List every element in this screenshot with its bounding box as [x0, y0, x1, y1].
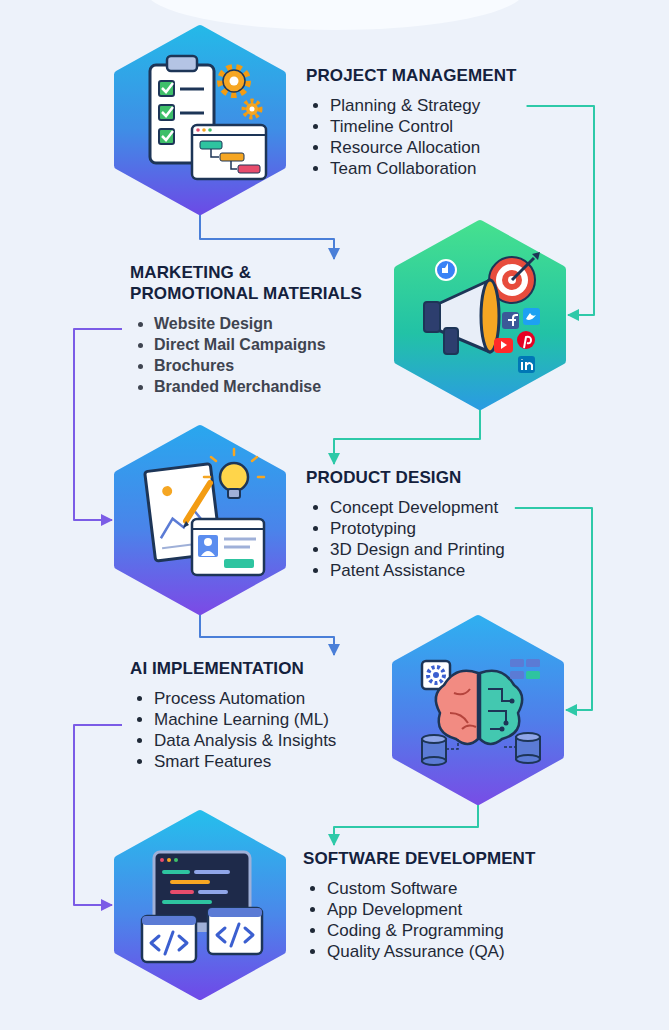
bullet-list: Planning & StrategyTimeline ControlResou…	[306, 95, 596, 179]
bullet-text: Timeline Control	[330, 117, 453, 136]
bullet-text: Process Automation	[154, 689, 305, 708]
service-section: AI IMPLEMENTATION Process AutomationMachi…	[130, 615, 564, 805]
bullet-text: 3D Design and Printing	[330, 540, 505, 559]
section-heading-block: PROJECT MANAGEMENT	[306, 65, 596, 86]
top-glow	[145, 0, 525, 30]
bullet-item: Patent Assistance	[330, 560, 596, 581]
flow-arrow	[334, 408, 480, 464]
bullet-text: Planning & Strategy	[330, 96, 480, 115]
flow-arrow	[200, 213, 334, 259]
hexagon-shape	[398, 224, 562, 406]
bullet-item: Quality Assurance (QA)	[327, 941, 603, 962]
bullet-text: Quality Assurance (QA)	[327, 942, 505, 961]
section-heading-block: MARKETING & PROMOTIONAL MATERIALS	[130, 262, 380, 304]
bullet-text: Branded Merchandise	[154, 378, 321, 395]
service-section: MARKETING & PROMOTIONAL MATERIALS Website…	[130, 220, 566, 410]
service-illustration	[145, 449, 264, 575]
service-illustration	[150, 56, 266, 179]
section-heading: PRODUCT DESIGN	[306, 468, 461, 487]
flow-arrow	[200, 613, 334, 655]
bullet-list: Process AutomationMachine Learning (ML) D…	[130, 688, 380, 772]
bullet-item: Smart Features	[154, 751, 380, 772]
bullet-item: Direct Mail Campaigns	[154, 334, 380, 355]
bullet-text: Patent Assistance	[330, 561, 465, 580]
bullet-text: Direct Mail Campaigns	[154, 336, 326, 353]
section-text: AI IMPLEMENTATION Process AutomationMachi…	[130, 658, 380, 772]
bullet-text: Prototyping	[330, 519, 416, 538]
section-heading: MARKETING & PROMOTIONAL MATERIALS	[130, 263, 362, 303]
bullet-text: Website Design	[154, 315, 273, 332]
bullet-item: Planning & Strategy	[330, 95, 596, 116]
bullet-item: Brochures	[154, 355, 380, 376]
bullet-item: Data Analysis & Insights	[154, 730, 380, 751]
bullet-text: Custom Software	[327, 879, 457, 898]
bullet-text: App Development	[327, 900, 462, 919]
section-text: PRODUCT DESIGN Concept DevelopmentPrototy…	[306, 467, 596, 581]
hexagon-icon	[114, 810, 286, 1000]
bullet-item: Branded Merchandise	[154, 376, 380, 397]
bullet-item: App Development	[327, 899, 603, 920]
service-illustration	[424, 252, 540, 373]
bullet-list: Website DesignDirect Mail CampaignsBroch…	[130, 313, 380, 397]
bullet-list: Custom SoftwareApp DevelopmentCoding & P…	[303, 878, 603, 962]
section-text: PROJECT MANAGEMENT Planning & StrategyTim…	[306, 65, 596, 179]
bullet-item: Custom Software	[327, 878, 603, 899]
section-heading: AI IMPLEMENTATION	[130, 659, 304, 678]
bullet-item: Coding & Programming	[327, 920, 603, 941]
bullet-list: Concept DevelopmentPrototyping 3D Design …	[306, 497, 596, 581]
service-section: SOFTWARE DEVELOPMENT Custom SoftwareApp D…	[114, 810, 540, 1000]
section-heading: SOFTWARE DEVELOPMENT	[303, 849, 535, 868]
bullet-item: Machine Learning (ML)	[154, 709, 380, 730]
bullet-item: Timeline Control	[330, 116, 596, 137]
bullet-text: Coding & Programming	[327, 921, 504, 940]
flow-arrow	[334, 803, 478, 845]
bullet-text: Machine Learning (ML)	[154, 710, 329, 729]
bullet-item: Prototyping	[330, 518, 596, 539]
bullet-text: Team Collaboration	[330, 159, 476, 178]
bullet-item: Process Automation	[154, 688, 380, 709]
section-heading-block: PRODUCT DESIGN	[306, 467, 596, 488]
service-section: PROJECT MANAGEMENT Planning & StrategyTim…	[114, 25, 521, 215]
section-heading: PROJECT MANAGEMENT	[306, 66, 517, 85]
section-heading-block: AI IMPLEMENTATION	[130, 658, 380, 679]
hexagon-icon	[114, 425, 286, 615]
bullet-item: Resource Allocation	[330, 137, 596, 158]
hexagon-shape	[118, 814, 282, 996]
bullet-text: Data Analysis & Insights	[154, 731, 336, 750]
hexagon-icon	[392, 615, 564, 805]
bullet-text: Resource Allocation	[330, 138, 480, 157]
section-heading-block: SOFTWARE DEVELOPMENT	[303, 848, 603, 869]
bullet-item: Team Collaboration	[330, 158, 596, 179]
hexagon-icon	[114, 25, 286, 215]
hexagon-shape	[396, 619, 560, 801]
section-text: MARKETING & PROMOTIONAL MATERIALS Website…	[130, 262, 380, 397]
bullet-item: Concept Development	[330, 497, 596, 518]
bullet-text: Smart Features	[154, 752, 271, 771]
hexagon-shape	[118, 429, 282, 611]
bullet-item: Website Design	[154, 313, 380, 334]
service-illustration	[142, 852, 262, 962]
bullet-text: Concept Development	[330, 498, 498, 517]
section-text: SOFTWARE DEVELOPMENT Custom SoftwareApp D…	[303, 848, 603, 962]
bullet-item: 3D Design and Printing	[330, 539, 596, 560]
hexagon-shape	[118, 29, 282, 211]
service-section: PRODUCT DESIGN Concept DevelopmentPrototy…	[114, 425, 509, 615]
hexagon-icon	[394, 220, 566, 410]
service-illustration	[422, 659, 540, 765]
bullet-text: Brochures	[154, 357, 234, 374]
